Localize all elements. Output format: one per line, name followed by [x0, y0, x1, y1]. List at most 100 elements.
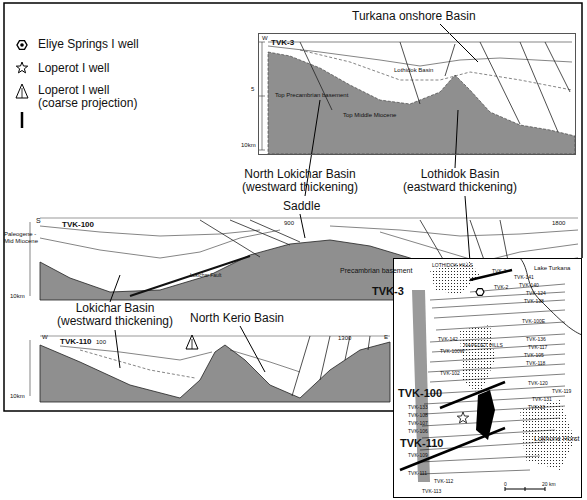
map-label: 0: [504, 482, 507, 488]
map-label: TVK-136: [526, 337, 546, 343]
basin-callout: North Kerio Basin: [190, 312, 284, 325]
section-label: Lothidok Basin: [394, 67, 433, 74]
map-label: TVK-2: [494, 285, 508, 291]
tvk110-section: [30, 335, 390, 402]
section-label: 1800: [552, 220, 565, 227]
tvk3-section: [259, 42, 575, 154]
map-label: TVK-102: [440, 371, 460, 377]
horizon-line: [300, 50, 572, 90]
well-hexagon-symbol: [17, 41, 27, 50]
map-label: TVK-119: [552, 389, 571, 395]
map-label: TVK-106: [408, 429, 428, 435]
map-label: TVK-124: [526, 291, 546, 297]
basin-callout: Lokichar Basin (westward thickening): [50, 302, 180, 329]
lake-shoreline: [520, 258, 582, 335]
section-label: 10km: [10, 293, 25, 300]
horizon-line: [40, 230, 280, 258]
map-label: Lake Turkana: [534, 265, 570, 272]
section-label: 5: [251, 86, 254, 93]
location-map: TVK-3TVK-100TVK-110 LOTHIDOK HILLS Lake Tu…: [393, 258, 582, 498]
panel-title: TVK-110: [60, 338, 92, 347]
map-label: TVK-100W: [440, 349, 464, 355]
map-label: TVK-105: [524, 353, 544, 359]
horizon-line: [330, 226, 578, 236]
basin-callout: Lothidok Basin (eastward thickening): [395, 168, 525, 195]
fault-lines: [300, 42, 570, 132]
tvk100-line: [440, 382, 505, 408]
section-label: 10km: [241, 142, 256, 149]
depth-ticks: [259, 42, 265, 150]
map-label: TVK-138: [524, 299, 544, 305]
scale-bar: [505, 487, 545, 491]
panel-title: TVK-3: [372, 285, 404, 297]
basin-callout: North Lokichar Basin (westward thickenin…: [235, 168, 365, 195]
map-label: TVK-100: [398, 387, 442, 399]
coarse-projection-line: [21, 112, 24, 128]
map-label: TVK-133: [408, 405, 428, 411]
well-hexagon-symbol: [476, 289, 484, 296]
map-label: LOTHIDOK HILLS: [432, 263, 473, 269]
section-label: S: [36, 217, 41, 225]
legend-text: Eliye Springs I well: [38, 38, 139, 51]
basin-callout: Turkana onshore Basin: [352, 10, 476, 23]
map-label: TVK-141: [514, 275, 534, 281]
map-label: TVK-113: [422, 489, 441, 495]
well-triangle-stem: [192, 339, 193, 349]
well-star-symbol: [457, 412, 468, 423]
section-label: Lokichar Fault: [190, 273, 221, 279]
map-label: TVK-13: [528, 405, 545, 411]
fault-lines: [292, 336, 370, 396]
map-label: TVK-3: [492, 269, 506, 275]
basement-fill: [40, 342, 390, 402]
section-label: Top Middle Miocene: [343, 112, 396, 119]
map-label: TVK-111: [408, 471, 427, 477]
section-label: Paleogene - Mid Miocene: [4, 231, 40, 244]
section-label: W: [262, 35, 268, 42]
horizon-line: [80, 350, 195, 378]
map-label: TVK-107: [408, 421, 428, 427]
sea-level-line: [268, 42, 572, 43]
horizon-line: [230, 350, 300, 372]
section-top: [40, 218, 578, 219]
section-label: Top Precambrian basement: [275, 92, 348, 99]
map-label: TVK-112: [434, 479, 453, 485]
section-label: 1300: [338, 335, 351, 342]
section-top: [40, 336, 390, 337]
section-label: Precambrian basement: [340, 267, 412, 275]
cross-section-panel: TVK-3W510kmLothidok BasinTop Precambrian…: [258, 33, 576, 155]
map-label: TVK-142: [438, 337, 458, 343]
panel-title: TVK-3: [271, 39, 294, 48]
cross-section-panel: TVK-110W1001300E10km: [40, 333, 392, 403]
well-triangle-stem: [22, 88, 23, 98]
panel-title: TVK-100: [62, 221, 94, 230]
section-label: 900: [284, 220, 294, 227]
map-background: [393, 258, 582, 498]
well-star-symbol: [16, 62, 27, 73]
map-label: TVK-100E: [522, 319, 545, 325]
well-triangle-symbol: [186, 335, 198, 349]
horizon-line: [268, 46, 572, 66]
map-label: TVK-118: [526, 361, 545, 367]
legend-text: Loperot I well: [38, 62, 109, 75]
section-label: W: [42, 334, 48, 341]
map-label: TVK-110: [400, 437, 443, 449]
basin-callout: Saddle: [283, 200, 320, 213]
map-label: TVK-117: [528, 345, 547, 351]
map-label: Lokhone Horst: [534, 435, 580, 443]
well-triangle-symbol: [16, 84, 28, 98]
map-label: NAPEDET HILLS: [464, 343, 503, 349]
map-label: TVK-120: [528, 381, 548, 387]
map-inset: [393, 258, 582, 498]
legend-symbols: [16, 41, 28, 128]
tvk110-line: [400, 428, 505, 470]
depth-scale: [30, 340, 31, 396]
legend-text: Loperot I well (coarse projection): [38, 84, 148, 111]
tvk3-line: [470, 270, 512, 280]
section-label: 100: [96, 339, 106, 346]
lokichar-fault: [130, 256, 250, 296]
map-label: TVK-131: [532, 397, 552, 403]
map-label: 20 km: [542, 482, 556, 488]
well-hexagon-dot: [20, 43, 24, 47]
section-label: E: [384, 334, 388, 341]
